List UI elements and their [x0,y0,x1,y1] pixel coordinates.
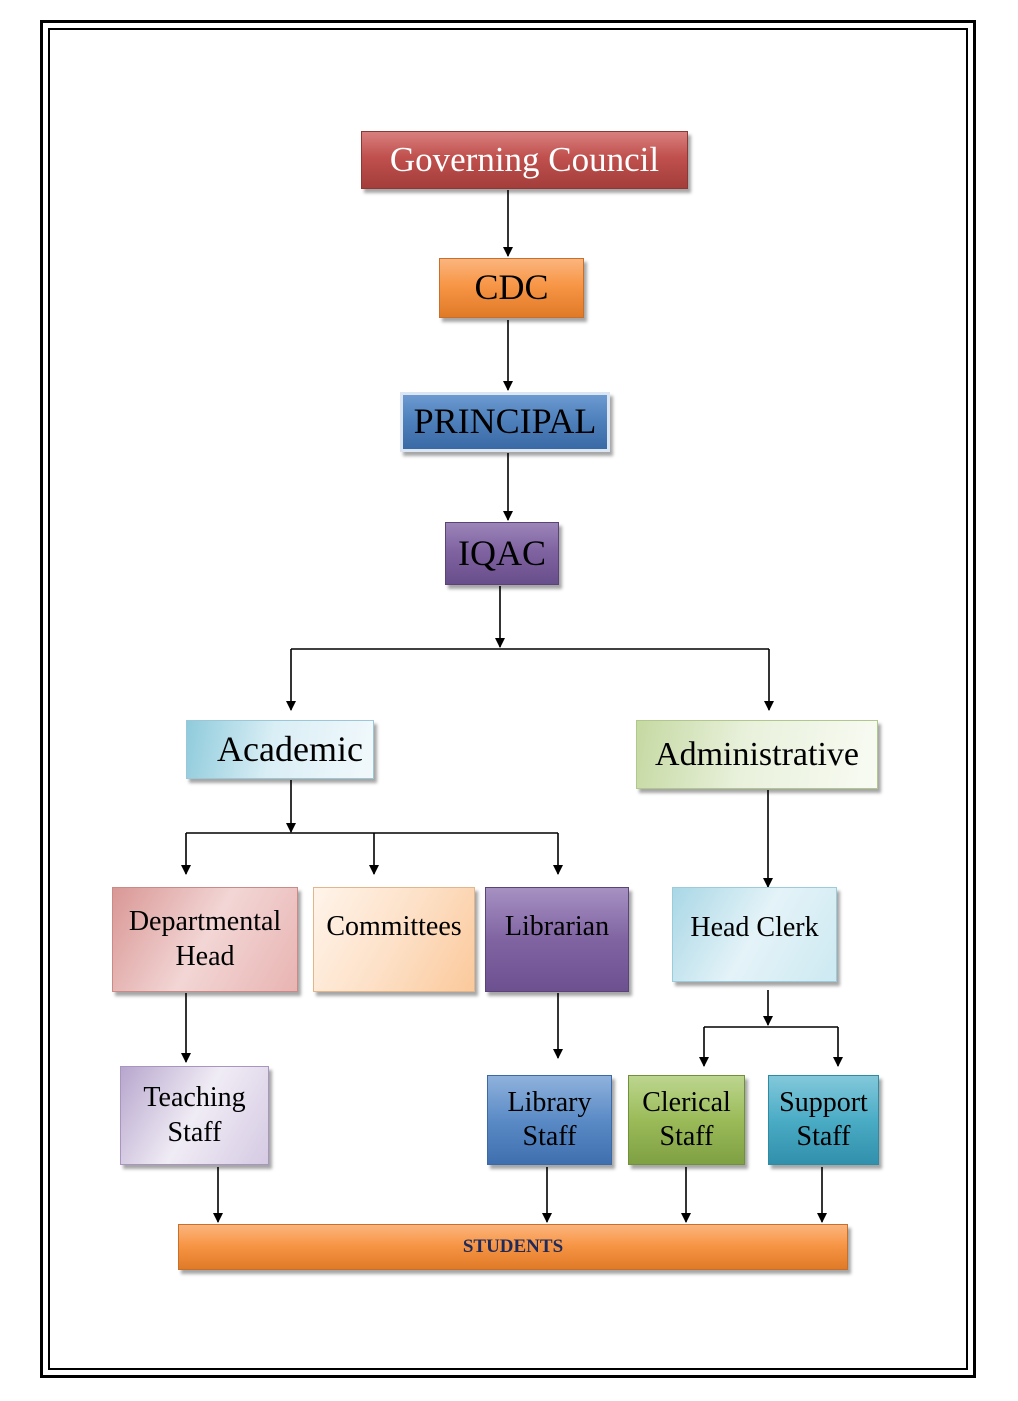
node-academic: Academic [186,720,374,779]
node-governing-council: Governing Council [361,131,688,189]
node-library-staff: Library Staff [487,1075,612,1165]
node-students: STUDENTS [178,1224,848,1270]
node-iqac: IQAC [445,522,559,585]
page-border-inner [48,28,968,1370]
node-principal: PRINCIPAL [400,392,610,452]
node-support-staff: Support Staff [768,1075,879,1165]
node-head-clerk: Head Clerk [672,887,837,982]
node-clerical-staff: Clerical Staff [628,1075,745,1165]
node-committees: Committees [313,887,475,992]
node-administrative: Administrative [636,720,878,789]
node-cdc: CDC [439,258,584,318]
node-librarian: Librarian [485,887,629,992]
node-teaching-staff: Teaching Staff [120,1066,269,1165]
node-departmental-head: Departmental Head [112,887,298,992]
page-border-outer [40,20,976,1378]
